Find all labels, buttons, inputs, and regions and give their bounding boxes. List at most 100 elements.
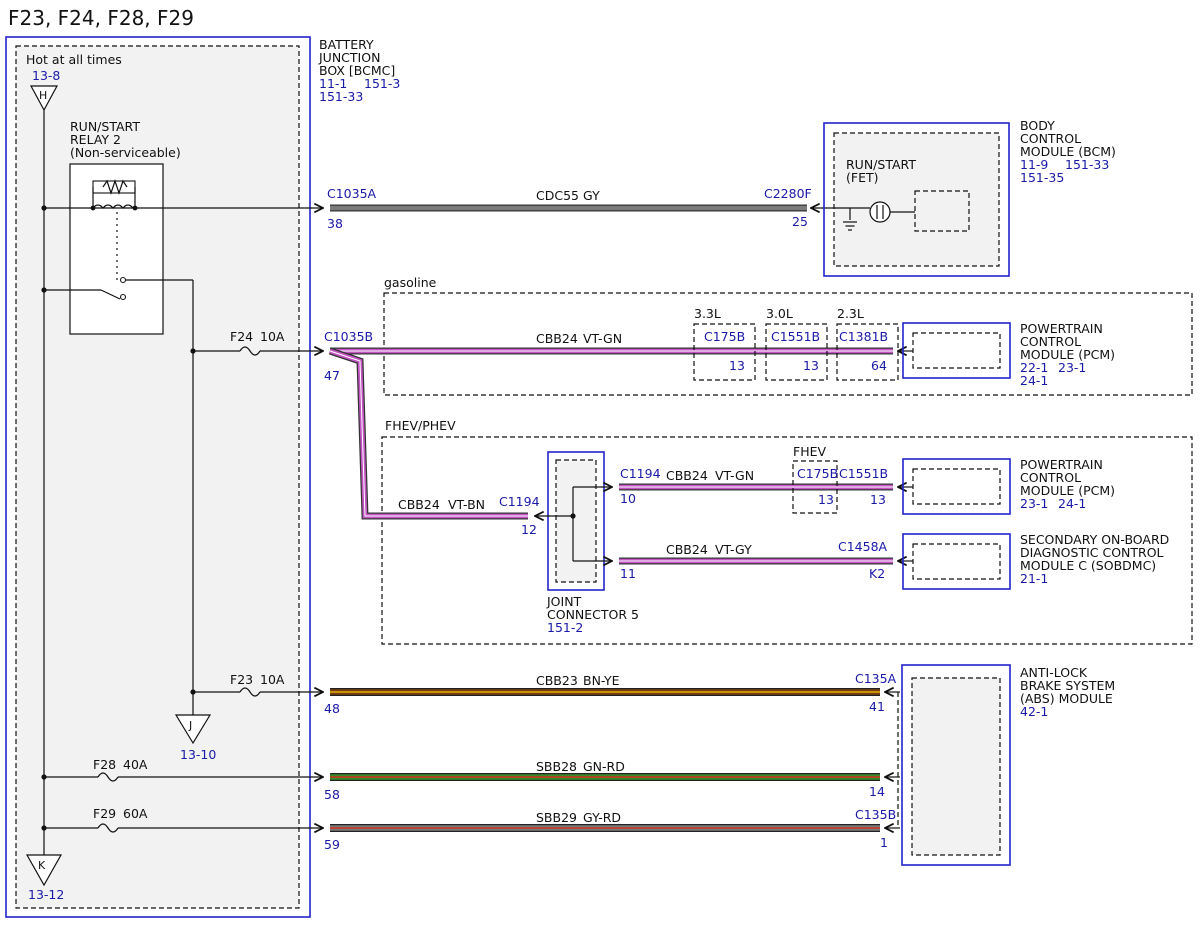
fuse-f29-amps: 60A bbox=[123, 806, 148, 821]
cdc55-to-pin: 25 bbox=[792, 214, 808, 229]
fuse-f23-icon bbox=[239, 687, 261, 697]
bjb-outline bbox=[5, 36, 311, 918]
bcm-fet-1: RUN/START bbox=[846, 157, 916, 172]
cbb24s-from-pin: 11 bbox=[620, 566, 636, 581]
cbb24s-circuit: CBB24 bbox=[666, 542, 708, 557]
abs-name-2: BRAKE SYSTEM bbox=[1020, 678, 1115, 693]
cbb24f-from-pin: 10 bbox=[620, 491, 636, 506]
jc5-ref-1: 151-2 bbox=[547, 620, 583, 635]
gasoline-region bbox=[383, 292, 1193, 396]
cbb24s-to-conn: C1458A bbox=[838, 539, 888, 554]
bcm-ref-1: 11-9 bbox=[1020, 157, 1048, 172]
v30-label: 3.0L bbox=[766, 306, 793, 321]
pcm1-name-1: POWERTRAIN bbox=[1020, 321, 1103, 336]
pcm1-outline bbox=[902, 322, 1011, 379]
sobdmc-ref-1: 21-1 bbox=[1020, 571, 1048, 586]
cbb23-color: BN-YE bbox=[583, 673, 620, 688]
v30-pin: 13 bbox=[803, 358, 819, 373]
fuse-f24-icon bbox=[239, 346, 261, 356]
cdc55-from-conn: C1035A bbox=[327, 186, 377, 201]
abs-inner bbox=[911, 677, 1001, 856]
v23-label: 2.3L bbox=[837, 306, 864, 321]
cbb24f-to-pin: 13 bbox=[870, 492, 886, 507]
cbb24f-from-conn: C1194 bbox=[620, 466, 661, 481]
cbb24g-from-pin: 47 bbox=[324, 368, 340, 383]
fuse-f23-amps: 10A bbox=[260, 672, 285, 687]
bcm-name-3: MODULE (BCM) bbox=[1020, 144, 1116, 159]
fhev-label: FHEV/PHEV bbox=[385, 418, 456, 433]
cbb23-circuit: CBB23 bbox=[536, 673, 578, 688]
fuse-f28-label: F28 bbox=[93, 757, 116, 772]
bjb-name-2: JUNCTION bbox=[318, 50, 380, 65]
bcm-inner bbox=[833, 132, 1000, 267]
cbb24f-color: VT-GN bbox=[715, 468, 754, 483]
sym-k: K bbox=[38, 859, 46, 872]
bcm-ref-3: 151-35 bbox=[1020, 170, 1064, 185]
fuse-f24-amps: 10A bbox=[260, 329, 285, 344]
fuse-f28-icon bbox=[97, 772, 119, 782]
bcm-name-1: BODY bbox=[1020, 118, 1055, 133]
pcm1-ref-2: 23-1 bbox=[1058, 360, 1086, 375]
triangle-h-icon bbox=[29, 85, 59, 112]
cbb24g-color: VT-GN bbox=[583, 331, 622, 346]
sobdmc-name-2: DIAGNOSTIC CONTROL bbox=[1020, 545, 1164, 560]
bcm-fet-block bbox=[914, 190, 970, 232]
fhev-conn: C175B bbox=[797, 466, 838, 481]
hot-ref: 13-8 bbox=[32, 68, 60, 83]
pcm1-name-3: MODULE (PCM) bbox=[1020, 347, 1115, 362]
pcm2-name-1: POWERTRAIN bbox=[1020, 457, 1103, 472]
cbb24bn-circuit: CBB24 bbox=[398, 497, 440, 512]
cdc55-color: GY bbox=[583, 188, 600, 203]
v30-conn: C1551B bbox=[771, 329, 820, 344]
cbb24f-circuit: CBB24 bbox=[666, 468, 708, 483]
pcm1-ref-3: 24-1 bbox=[1020, 373, 1048, 388]
relay-switch-arm bbox=[100, 289, 121, 300]
fet-transistor-icon bbox=[869, 201, 891, 223]
bjb-ref-3: 151-33 bbox=[319, 89, 363, 104]
gasoline-label: gasoline bbox=[384, 275, 437, 290]
pcm2-inner bbox=[912, 468, 1001, 505]
sbb29-color: GY-RD bbox=[583, 810, 621, 825]
cbb24bn-color: VT-BN bbox=[448, 497, 485, 512]
cbb23-to-pin: 41 bbox=[869, 699, 885, 714]
cdc55-from-pin: 38 bbox=[327, 216, 343, 231]
sobdmc-name-1: SECONDARY ON-BOARD bbox=[1020, 532, 1169, 547]
sym-h: H bbox=[39, 89, 47, 102]
cbb23-to-conn: C135A bbox=[855, 671, 897, 686]
abs-ref-1: 42-1 bbox=[1020, 704, 1048, 719]
cbb24g-from-conn: C1035B bbox=[324, 329, 373, 344]
bjb-ref-2: 151-3 bbox=[364, 76, 400, 91]
cbb24g-circuit: CBB24 bbox=[536, 331, 578, 346]
v33-conn: C175B bbox=[704, 329, 745, 344]
pcm2-ref-1: 23-1 bbox=[1020, 496, 1048, 511]
relay-line-3: (Non-serviceable) bbox=[70, 145, 181, 160]
sobdmc-outline bbox=[902, 533, 1011, 590]
bcm-ref-2: 151-33 bbox=[1065, 157, 1109, 172]
jc5-inner bbox=[555, 459, 597, 583]
triangle-j-icon bbox=[174, 714, 212, 745]
fuse-f23-label: F23 bbox=[230, 672, 253, 687]
fhev-sub-label: FHEV bbox=[793, 444, 826, 459]
sbb29-circuit: SBB29 bbox=[536, 810, 577, 825]
ref-j: 13-10 bbox=[180, 747, 216, 762]
pcm1-name-2: CONTROL bbox=[1020, 334, 1081, 349]
relay-line-1: RUN/START bbox=[70, 119, 140, 134]
sbb28-to-pin: 14 bbox=[869, 784, 885, 799]
sbb28-color: GN-RD bbox=[583, 759, 625, 774]
wire-cbb24-vt-bn bbox=[329, 350, 528, 517]
conn-3-3l bbox=[693, 323, 756, 381]
bcm-outline bbox=[823, 122, 1010, 277]
cbb24g-to-pin: 64 bbox=[871, 358, 887, 373]
triangle-k-icon bbox=[25, 854, 63, 887]
pcm1-ref-1: 22-1 bbox=[1020, 360, 1048, 375]
cbb24s-color: VT-GY bbox=[715, 542, 752, 557]
cdc55-circuit: CDC55 bbox=[536, 188, 579, 203]
bjb-ref-1: 11-1 bbox=[319, 76, 347, 91]
cbb24s-to-pin: K2 bbox=[869, 566, 885, 581]
jc5-splice bbox=[570, 513, 576, 519]
fuse-f29-icon bbox=[97, 823, 119, 833]
sym-j: J bbox=[188, 719, 192, 732]
v23-conn: C1381B bbox=[839, 329, 888, 344]
hot-label: Hot at all times bbox=[26, 52, 122, 67]
